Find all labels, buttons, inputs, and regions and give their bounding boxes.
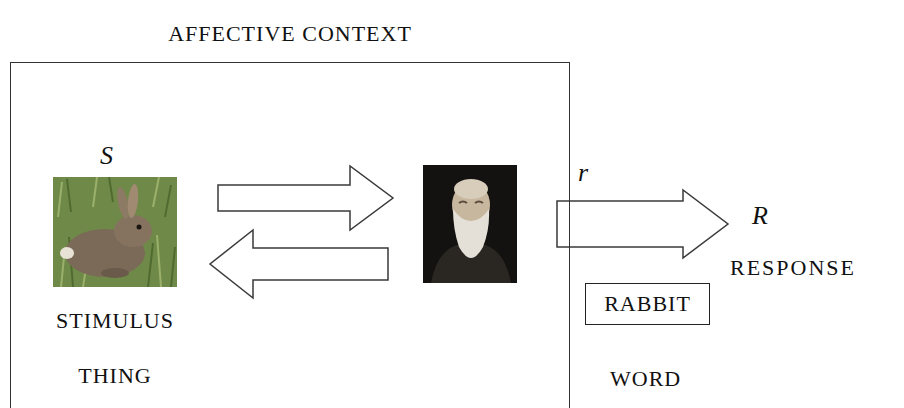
grass-blade xyxy=(67,179,71,212)
grass-blade xyxy=(157,235,161,287)
rabbit-head xyxy=(114,215,152,247)
context-frame: AFFECTIVE CONTEXTSSTIMULUSTHING xyxy=(10,62,570,408)
grass-blade xyxy=(58,182,62,217)
word-box: RABBIT xyxy=(585,283,710,325)
portrait-beard xyxy=(453,209,489,258)
portrait-ground xyxy=(423,165,517,283)
stimulus-symbol: S xyxy=(100,141,113,171)
context-title: AFFECTIVE CONTEXT xyxy=(168,21,412,46)
response-symbol: R xyxy=(752,201,768,231)
grass-blade xyxy=(109,177,113,202)
rabbit-ear xyxy=(126,184,139,219)
rabbit-illustration xyxy=(53,177,177,287)
word-text: RABBIT xyxy=(604,291,691,316)
block-arrow xyxy=(210,230,388,298)
edge-symbol: r xyxy=(578,158,588,188)
portrait-brows xyxy=(459,202,483,204)
stimulus-label: STIMULUS xyxy=(56,308,174,333)
response-label: RESPONSE xyxy=(730,255,856,280)
word-caption: WORD xyxy=(610,366,681,391)
grass-blade xyxy=(171,247,175,287)
response-group: RRESPONSE xyxy=(728,205,900,285)
stimulus-picture: SSTIMULUSTHING xyxy=(53,177,177,287)
rabbit-tail xyxy=(60,247,74,259)
portrait-illustration xyxy=(423,165,517,283)
grass-blade xyxy=(165,185,171,217)
observer-portrait xyxy=(423,165,517,283)
grass-blade xyxy=(153,177,159,207)
thing-label: THING xyxy=(78,363,151,388)
block-arrow xyxy=(557,190,728,258)
grass-ground xyxy=(53,177,177,287)
grass-blade xyxy=(93,177,97,207)
rabbit-eye xyxy=(137,225,142,230)
rabbit-foot xyxy=(101,268,129,278)
block-arrow xyxy=(218,166,393,230)
grass-blade xyxy=(148,243,153,287)
portrait-brow xyxy=(454,179,488,199)
